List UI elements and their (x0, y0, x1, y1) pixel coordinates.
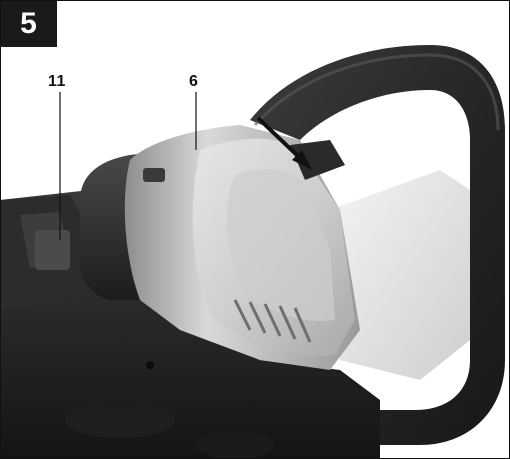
insertion-arrow-icon (256, 116, 312, 170)
callout-label-6: 6 (189, 73, 199, 90)
figure-number-badge: 5 (0, 0, 57, 47)
callout-label-11: 11 (48, 73, 66, 90)
